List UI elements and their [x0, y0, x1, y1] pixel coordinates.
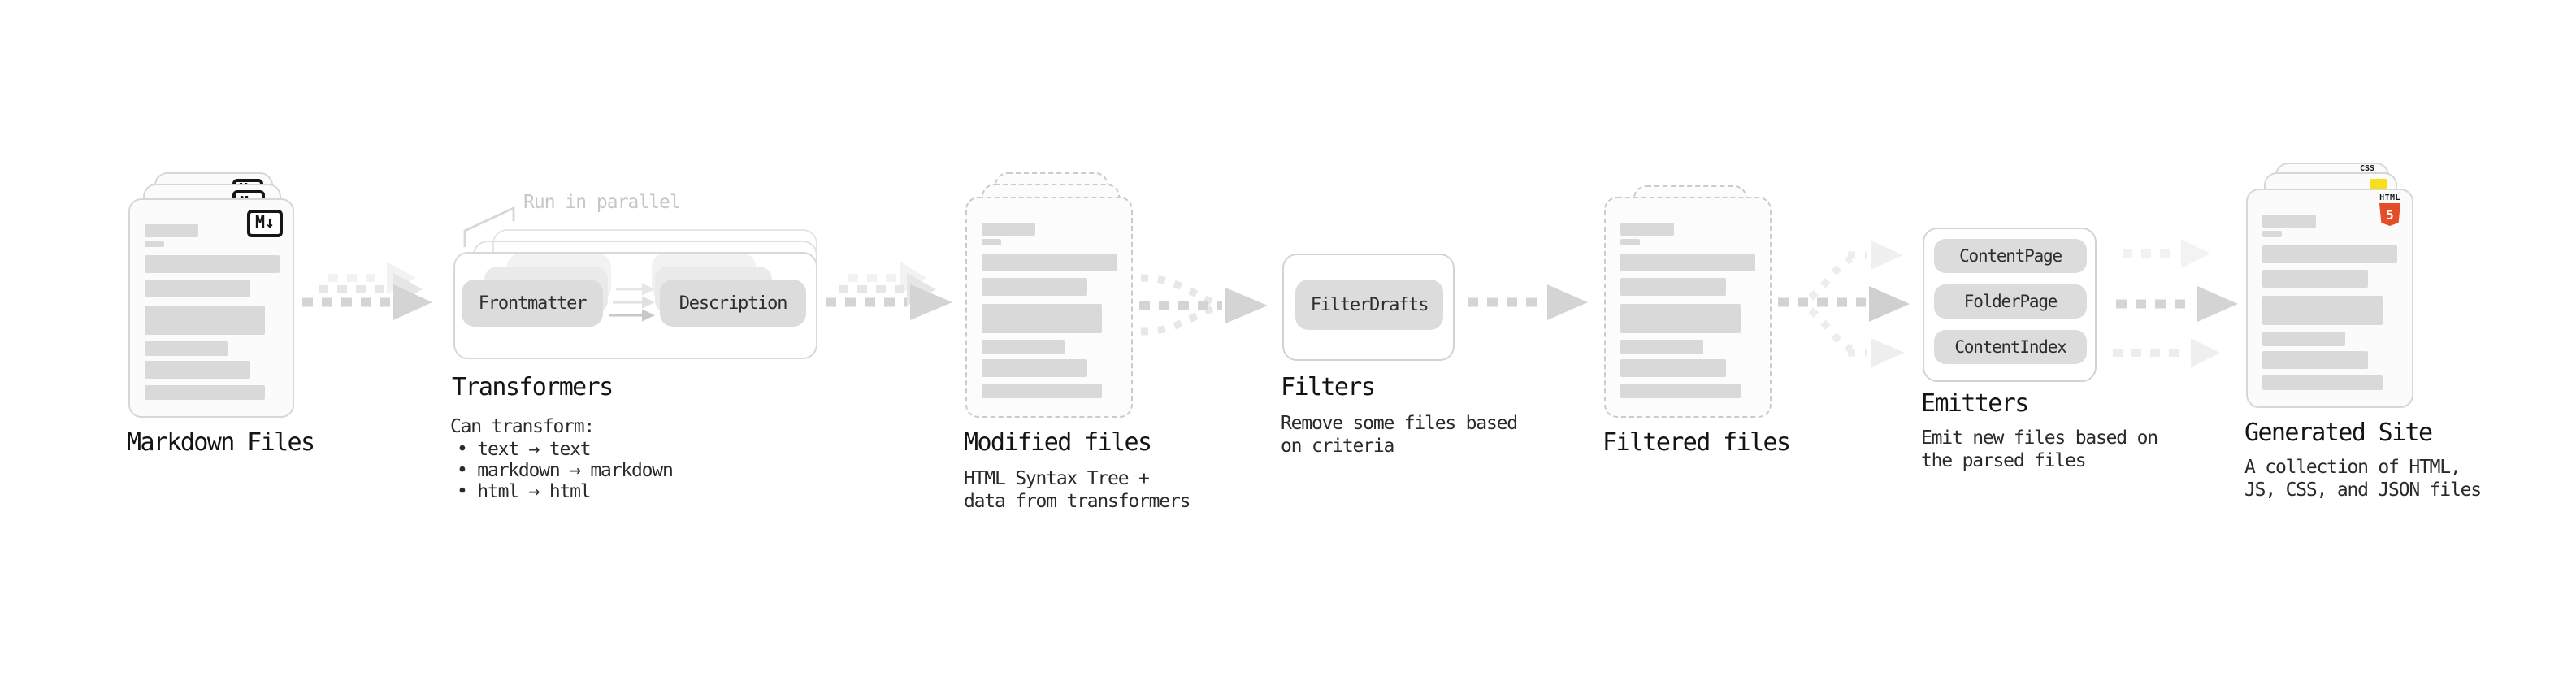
- modified-file-card-front: [965, 197, 1133, 418]
- arrow-transformers-to-modified: [826, 262, 952, 320]
- emitters-label: Emitters: [1921, 388, 2029, 418]
- markdown-icon: M↓: [247, 210, 283, 237]
- transform-bullet: • markdown → markdown: [457, 458, 674, 481]
- arrow-filters-to-filtered: [1468, 284, 1588, 320]
- run-in-parallel-callout: Run in parallel: [523, 190, 681, 213]
- contentindex-pill: ContentIndex: [1934, 330, 2087, 364]
- generated-file-card-html: HTML 5: [2246, 189, 2413, 408]
- arrow-modified-to-filters: [1139, 274, 1268, 336]
- transformers-label: Transformers: [452, 372, 614, 401]
- arrow-markdown-to-transformers: [302, 262, 432, 320]
- markdown-files-label: Markdown Files: [127, 427, 315, 457]
- generated-site-sublabel: A collection of HTML, JS, CSS, and JSON …: [2244, 455, 2482, 501]
- arrow-filtered-to-emitters: [1778, 241, 1910, 367]
- frontmatter-pill: Frontmatter: [462, 280, 603, 327]
- modified-files-sublabel: HTML Syntax Tree + data from transformer…: [964, 466, 1190, 512]
- generated-site-label: Generated Site: [2244, 418, 2433, 447]
- transform-bullet: • html → html: [457, 479, 592, 502]
- transformers-description-heading: Can transform:: [450, 414, 595, 437]
- filtered-files-label: Filtered files: [1602, 427, 1791, 457]
- filtered-file-card-front: [1604, 197, 1772, 418]
- description-pill: Description: [660, 280, 806, 327]
- html5-icon: HTML 5: [2378, 193, 2402, 226]
- contentpage-pill: ContentPage: [1934, 239, 2087, 273]
- modified-files-label: Modified files: [964, 427, 1152, 457]
- folderpage-pill: FolderPage: [1934, 284, 2087, 319]
- markdown-file-card-front: M↓: [128, 198, 294, 418]
- callout-line: [463, 206, 515, 247]
- transform-bullet: • text → text: [457, 437, 592, 460]
- filters-sublabel: Remove some files based on criteria: [1281, 411, 1518, 457]
- filterdrafts-pill: FilterDrafts: [1295, 280, 1443, 330]
- arrow-emitters-to-generated: [2113, 239, 2238, 367]
- parallel-mini-arrows: [609, 283, 655, 322]
- emitters-sublabel: Emit new files based on the parsed files: [1921, 426, 2158, 471]
- filters-label: Filters: [1281, 372, 1376, 401]
